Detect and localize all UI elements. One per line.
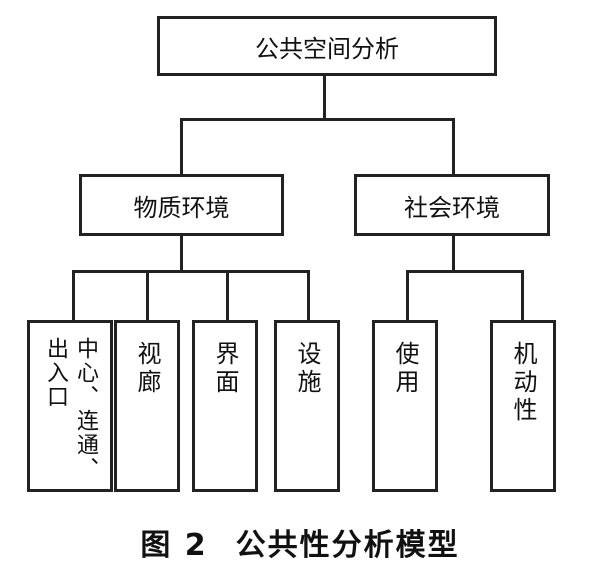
- connector-social-down: [452, 234, 455, 272]
- connector-to-social: [452, 118, 455, 176]
- connector-physical-down: [180, 234, 183, 272]
- connector-leaf-2: [146, 270, 149, 322]
- connector-leaf-3: [226, 270, 229, 322]
- figure-title: 公共性分析模型: [235, 528, 460, 563]
- leaf-interface-label: 界面: [211, 341, 239, 397]
- leaf-view-corridor: 视廊: [114, 320, 180, 492]
- connector-to-physical: [180, 118, 183, 176]
- leaf-center-connect-entry-label: 中心、连通、出入口: [43, 337, 98, 481]
- leaf-use: 使用: [372, 320, 438, 492]
- node-social-environment: 社会环境: [354, 174, 550, 236]
- figure-number: 图 2: [140, 528, 208, 563]
- connector-leaf-5: [406, 270, 409, 322]
- connector-leaf-6: [521, 270, 524, 322]
- leaf-center-connect-entry: 中心、连通、出入口: [27, 320, 113, 492]
- node-social-environment-label: 社会环境: [404, 193, 500, 222]
- root-node-label: 公共空间分析: [255, 34, 399, 63]
- figure-caption: 图 2 公共性分析模型: [0, 520, 600, 564]
- node-physical-environment-label: 物质环境: [133, 193, 230, 222]
- leaf-facilities-label: 设施: [293, 341, 321, 397]
- leaf-view-corridor-label: 视廊: [133, 341, 161, 397]
- root-node: 公共空间分析: [157, 16, 497, 76]
- leaf-interface: 界面: [192, 320, 258, 492]
- connector-physical-bar: [72, 270, 310, 273]
- leaf-use-label: 使用: [391, 341, 419, 397]
- node-physical-environment: 物质环境: [79, 174, 284, 236]
- leaf-mobility-label: 机动性: [509, 341, 537, 425]
- connector-level1-bar: [180, 118, 455, 121]
- connector-leaf-1: [72, 270, 75, 322]
- connector-leaf-4: [307, 270, 310, 322]
- connector-social-bar: [406, 270, 524, 273]
- connector-root-down: [323, 74, 326, 120]
- leaf-facilities: 设施: [274, 320, 340, 492]
- leaf-mobility: 机动性: [490, 320, 556, 492]
